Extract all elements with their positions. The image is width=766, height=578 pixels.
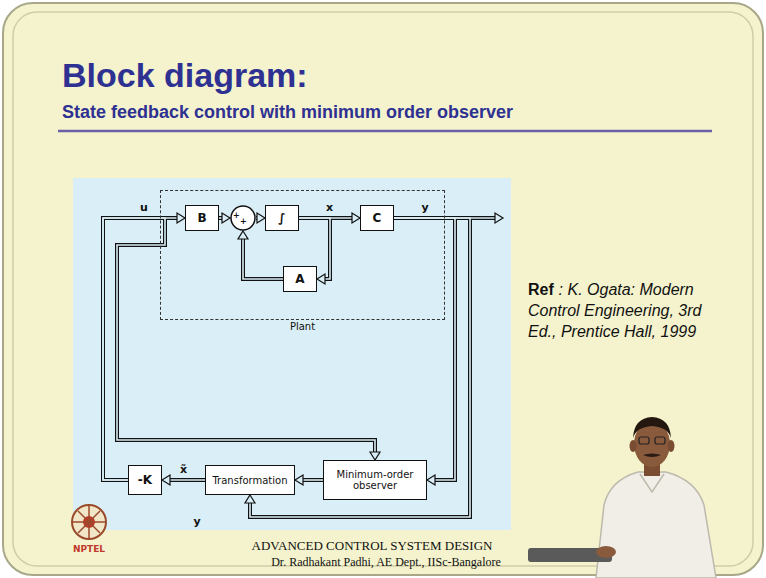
glasses (639, 437, 649, 444)
block-label: C (373, 211, 382, 225)
arrowhead (317, 274, 325, 284)
signal-connector (103, 218, 375, 480)
block-label: Minimum-order observer (328, 469, 422, 491)
block-label: -K (138, 473, 152, 487)
collar (640, 474, 664, 492)
moustache (643, 454, 661, 458)
gain-block: B (185, 205, 219, 231)
arrowhead (162, 475, 170, 485)
arrowhead-group (162, 213, 503, 503)
feedback-gain-block: -K (128, 465, 162, 495)
block-label: A (295, 272, 304, 286)
reference-tag: Ref (528, 281, 554, 298)
sign-label: + (240, 218, 247, 226)
ear (630, 440, 637, 452)
arrowhead (238, 231, 248, 239)
output-matrix-block: C (360, 205, 394, 231)
signal-connector (170, 478, 205, 482)
junction-circle (231, 206, 255, 230)
title-rule (58, 130, 712, 133)
arrowhead (352, 213, 360, 223)
logo-ring (72, 505, 106, 539)
arrowhead (295, 475, 303, 485)
arrowhead (222, 213, 230, 223)
signal-connector (394, 218, 455, 480)
arrowhead (427, 475, 435, 485)
signal-label: x̃ (179, 463, 188, 476)
signal-label: y (193, 515, 200, 528)
connector-inner-group (103, 218, 495, 517)
transformation-block: Transformation (205, 465, 295, 495)
connector-channel (103, 218, 375, 480)
shirt (596, 472, 716, 578)
glasses (655, 437, 665, 444)
signal-connector (303, 478, 323, 482)
logo-text: NPTEL (73, 544, 105, 554)
ear (668, 440, 675, 452)
connector-outer-group (103, 218, 495, 517)
sign-label: + (233, 212, 240, 220)
plant-boundary: PlantB++∫CA (160, 190, 445, 320)
block-label: ∫ (278, 211, 285, 225)
connector-channel (394, 218, 455, 480)
hair (633, 417, 671, 438)
block-label: Transformation (212, 475, 287, 486)
nptel-logo (72, 505, 106, 539)
arrowhead (257, 213, 265, 223)
integrator-block: ∫ (265, 205, 299, 231)
system-matrix-block: A (283, 266, 317, 292)
instructor-credit: Dr. Radhakant Padhi, AE Dept., IISc-Bang… (271, 555, 501, 570)
arrowhead (177, 213, 185, 223)
observer-block: Minimum-order observer (323, 460, 427, 500)
connector-channel (303, 479, 323, 481)
reference-note: Ref: K. Ogata: Modern Control Engineerin… (528, 280, 733, 342)
signal-connector (243, 239, 283, 279)
signal-label: x (325, 201, 334, 214)
connector-channel (243, 239, 283, 279)
signal-label: u (139, 201, 149, 214)
reference-text: : K. Ogata: Modern Control Engineering, … (528, 281, 701, 340)
summing-junction: ++ (230, 205, 256, 231)
arrowhead (370, 452, 380, 460)
signal-label: y (421, 201, 428, 214)
presenter-figure (528, 417, 716, 578)
course-title: ADVANCED CONTROL SYSTEM DESIGN (252, 538, 493, 554)
logo-spokes (73, 506, 105, 538)
block-label: Plant (161, 321, 444, 332)
hand (596, 546, 616, 558)
connector-channel (170, 479, 205, 481)
slide-title: Block diagram: (62, 56, 308, 95)
arrowhead (495, 213, 503, 223)
block-label: B (197, 211, 206, 225)
slide-subtitle: State feedback control with minimum orde… (62, 102, 513, 123)
diagram-panel (73, 178, 511, 530)
arrowhead (245, 495, 255, 503)
